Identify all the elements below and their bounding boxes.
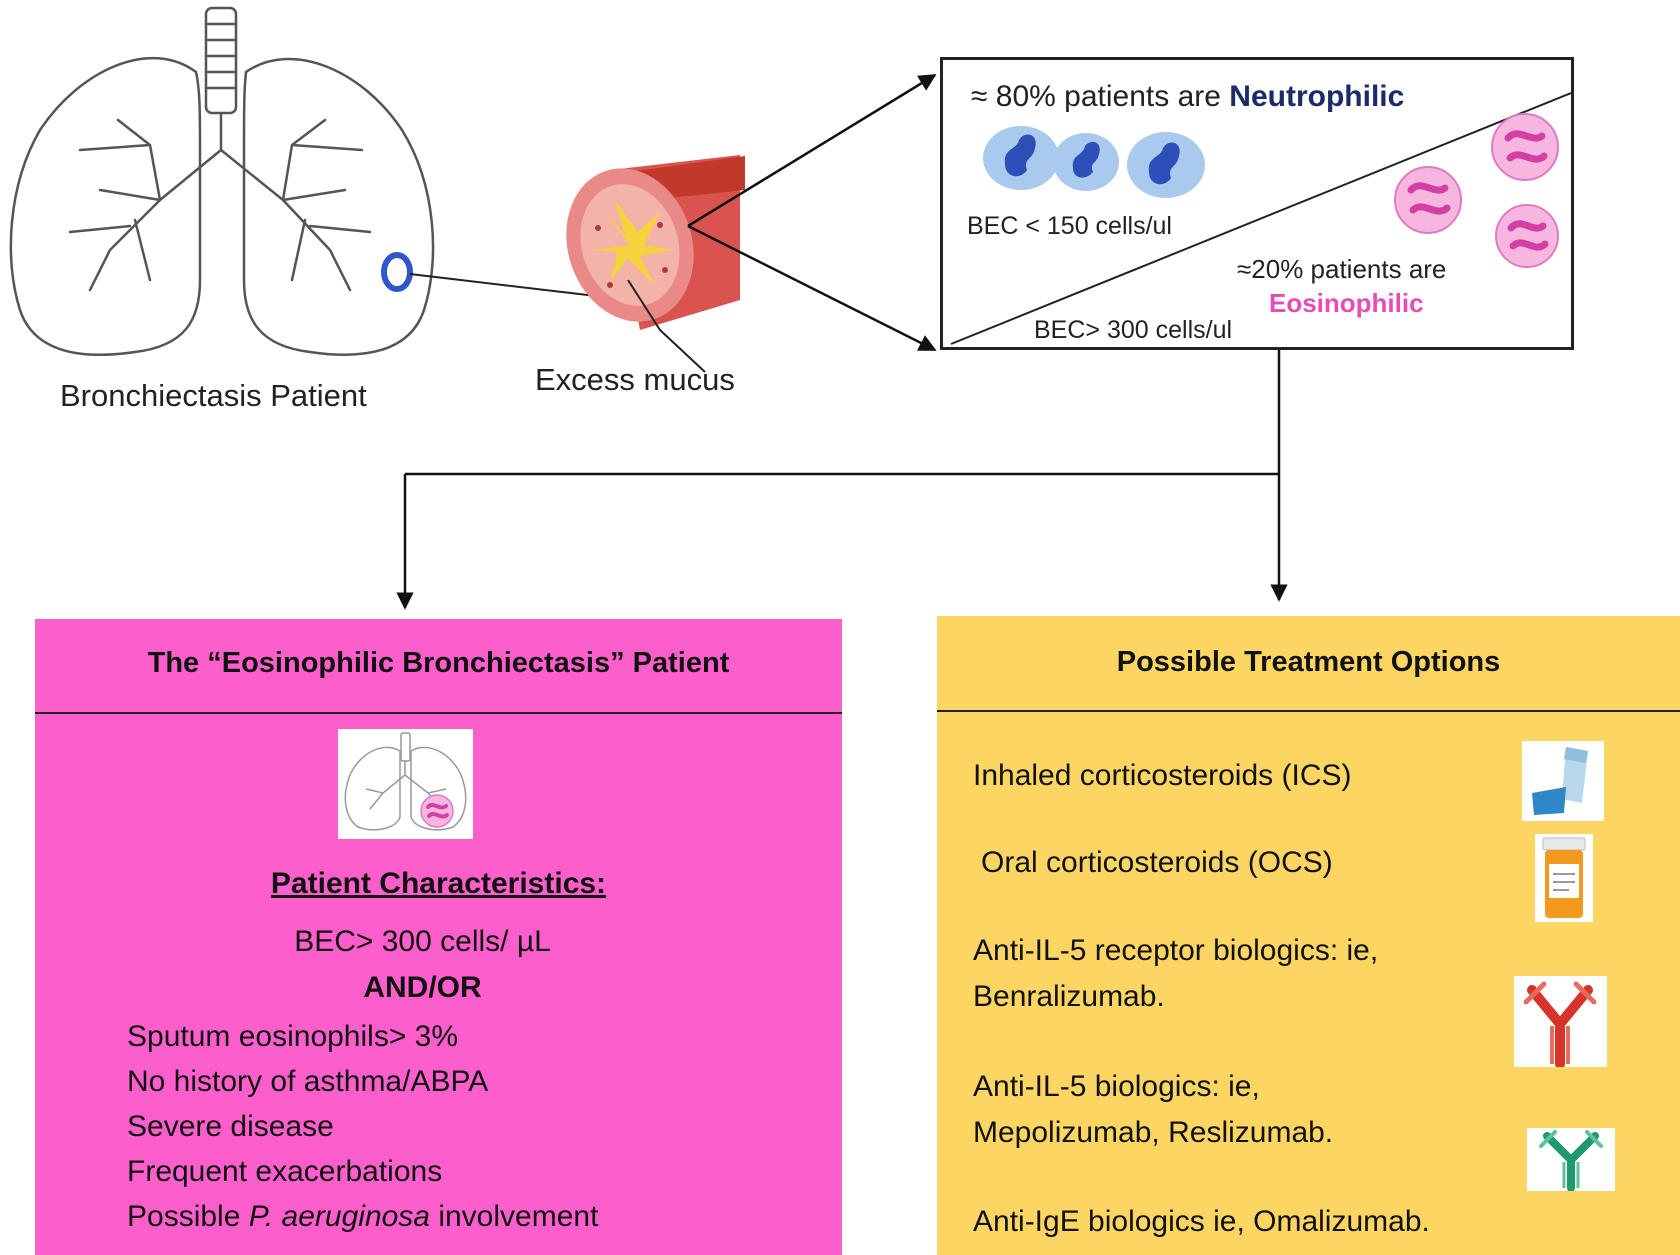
red-antibody-icon xyxy=(1514,976,1607,1069)
pill-bottle-icon xyxy=(1535,834,1593,922)
and-or-connector: AND/OR xyxy=(363,971,482,1004)
eosinophilic-prefix: ≈20% patients are xyxy=(1237,254,1447,284)
divider-diagonal xyxy=(950,92,1571,345)
treatment-option-line: Inhaled corticosteroids (ICS) xyxy=(973,759,1352,792)
treatment-option: Anti-IL-5 receptor biologics: ie, Benral… xyxy=(973,928,1378,1020)
treatment-option: Anti-IL-5 biologics: ie, Mepolizumab, Re… xyxy=(973,1064,1333,1156)
eosinophil-cell-icon xyxy=(1394,166,1462,234)
eosinophilic-patient-panel: The “Eosinophilic Bronchiectasis” Patien… xyxy=(35,619,842,1255)
inhaler-icon xyxy=(1522,741,1604,821)
inflammation-pattern-box: ≈ 80% patients are Neutrophilic BEC < 15… xyxy=(940,57,1574,350)
pathogen-name: P. aeruginosa xyxy=(248,1200,430,1233)
list-item-text: Possible xyxy=(127,1200,249,1233)
bec-criterion: BEC> 300 cells/ µL xyxy=(294,925,551,958)
neutrophilic-word: Neutrophilic xyxy=(1229,80,1405,113)
pattern-box-art xyxy=(950,92,1571,345)
treatment-option-line: Anti-IgE biologics ie, Omalizumab. xyxy=(973,1205,1430,1238)
list-item: Sputum eosinophils> 3% xyxy=(127,1020,459,1053)
panel-divider xyxy=(937,710,1680,712)
mucus-pointer-line xyxy=(627,279,706,373)
lung-eosinophil-icon xyxy=(338,729,473,839)
mucus-caption: Excess mucus xyxy=(535,362,735,397)
arrow-to-eosinophilic xyxy=(687,224,937,352)
treatment-option-line: Mepolizumab, Reslizumab. xyxy=(973,1116,1334,1149)
treatment-option-line: Benralizumab. xyxy=(973,980,1165,1013)
arrow-to-neutrophilic xyxy=(687,73,937,228)
list-item: Frequent exacerbations xyxy=(127,1155,443,1188)
airway-cross-section-icon xyxy=(566,155,745,330)
treatment-option: Inhaled corticosteroids (ICS) xyxy=(973,753,1352,799)
airway-marker-ring xyxy=(381,252,413,292)
neutrophil-cell-icon xyxy=(1053,133,1119,191)
treatment-option-line: Oral corticosteroids (OCS) xyxy=(981,846,1333,879)
panel-divider xyxy=(35,712,842,714)
characteristics-heading: Patient Characteristics: xyxy=(270,867,607,900)
patient-caption: Bronchiectasis Patient xyxy=(60,378,367,413)
list-item-text: involvement xyxy=(430,1200,599,1233)
treatment-panel-title: Possible Treatment Options xyxy=(1116,646,1501,678)
lungs-icon xyxy=(9,6,435,357)
eosinophil-cell-icon xyxy=(1495,204,1559,268)
treatment-option: Anti-IgE biologics ie, Omalizumab. xyxy=(973,1199,1430,1245)
list-item: Severe disease xyxy=(127,1110,334,1143)
characteristics-list: Sputum eosinophils> 3% No history of ast… xyxy=(127,1014,598,1239)
eosinophilic-word: Eosinophilic xyxy=(1269,288,1424,318)
treatment-option-line: Anti-IL-5 receptor biologics: ie, xyxy=(973,934,1379,967)
green-antibody-icon xyxy=(1527,1128,1615,1192)
eosinophilic-bec: BEC> 300 cells/ul xyxy=(1034,316,1233,344)
treatment-option-line: Anti-IL-5 biologics: ie, xyxy=(973,1070,1260,1103)
neutrophilic-prefix: ≈ 80% patients are xyxy=(971,80,1221,113)
eosinophil-cell-icon xyxy=(1491,113,1559,181)
neutrophilic-bec: BEC < 150 cells/ul xyxy=(967,212,1172,240)
neutrophilic-heading: ≈ 80% patients are Neutrophilic xyxy=(971,80,1404,114)
treatment-options-panel: Possible Treatment Options Inhaled corti… xyxy=(937,616,1680,1255)
neutrophil-cell-icon xyxy=(1127,132,1205,198)
eosinophilic-panel-title: The “Eosinophilic Bronchiectasis” Patien… xyxy=(147,647,730,679)
list-item: No history of asthma/ABPA xyxy=(127,1065,489,1098)
neutrophil-cell-icon xyxy=(983,126,1059,190)
list-item: Possible P. aeruginosa involvement xyxy=(127,1194,598,1239)
treatment-option: Oral corticosteroids (OCS) xyxy=(981,840,1333,886)
